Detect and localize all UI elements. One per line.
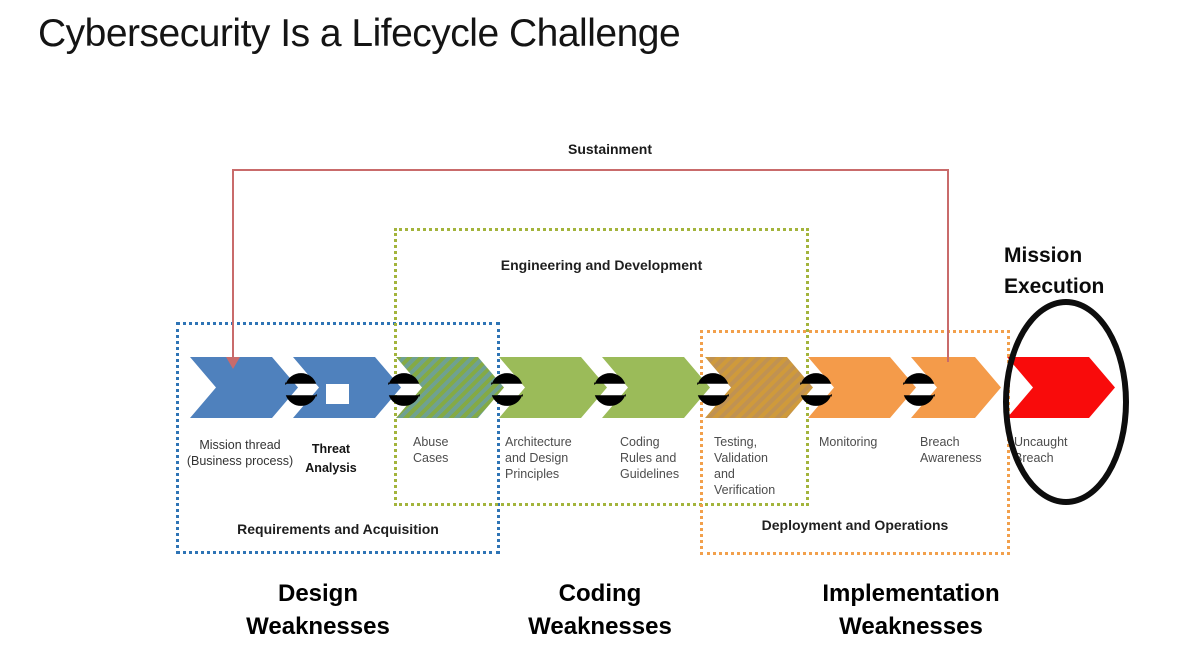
sustainment-loop-top-line — [232, 169, 949, 171]
requirements-acquisition-box: Requirements and Acquisition — [176, 322, 500, 554]
label-mission-thread: Mission thread (Business process) — [186, 438, 294, 468]
label-threat-analysis: Threat Analysis — [305, 442, 357, 475]
requirements-acquisition-label: Requirements and Acquisition — [237, 521, 439, 537]
highlight-ellipse — [1003, 299, 1129, 505]
label-abuse-cases: Abuse Cases — [413, 435, 449, 465]
design-weaknesses-label: Design Weaknesses — [246, 580, 390, 640]
cycle-arrows-icon — [787, 361, 845, 418]
white-notch-artifact — [326, 384, 349, 404]
arrow-down-icon — [226, 357, 240, 369]
page-title: Cybersecurity Is a Lifecycle Challenge — [38, 12, 681, 55]
label-coding-rules: Coding Rules and Guidelines — [620, 435, 680, 481]
sustainment-label: Sustainment — [567, 141, 652, 157]
label-breach-awareness: Breach Awareness — [920, 435, 982, 465]
cycle-arrows-icon — [375, 361, 433, 418]
cycle-arrows-icon — [478, 361, 536, 418]
cycle-arrows-icon — [684, 361, 742, 418]
sustainment-loop-right-line — [947, 169, 949, 362]
deployment-operations-label: Deployment and Operations — [761, 517, 949, 533]
label-testing: Testing, Validation and Verification — [714, 435, 776, 497]
engineering-development-label: Engineering and Development — [500, 257, 703, 273]
mission-execution-label: Mission Execution — [1004, 244, 1105, 298]
label-architecture: Architecture and Design Principles — [505, 435, 572, 481]
label-monitoring: Monitoring — [819, 435, 878, 449]
cycle-arrows-icon — [581, 361, 639, 418]
sustainment-loop-left-line — [232, 169, 234, 358]
engineering-development-box: Engineering and Development — [394, 228, 809, 506]
coding-weaknesses-label: Coding Weaknesses — [528, 580, 672, 640]
cycle-arrows-icon — [272, 361, 330, 418]
implementation-weaknesses-label: Implementation Weaknesses — [822, 580, 1000, 640]
cycle-arrows-icon — [890, 361, 948, 418]
